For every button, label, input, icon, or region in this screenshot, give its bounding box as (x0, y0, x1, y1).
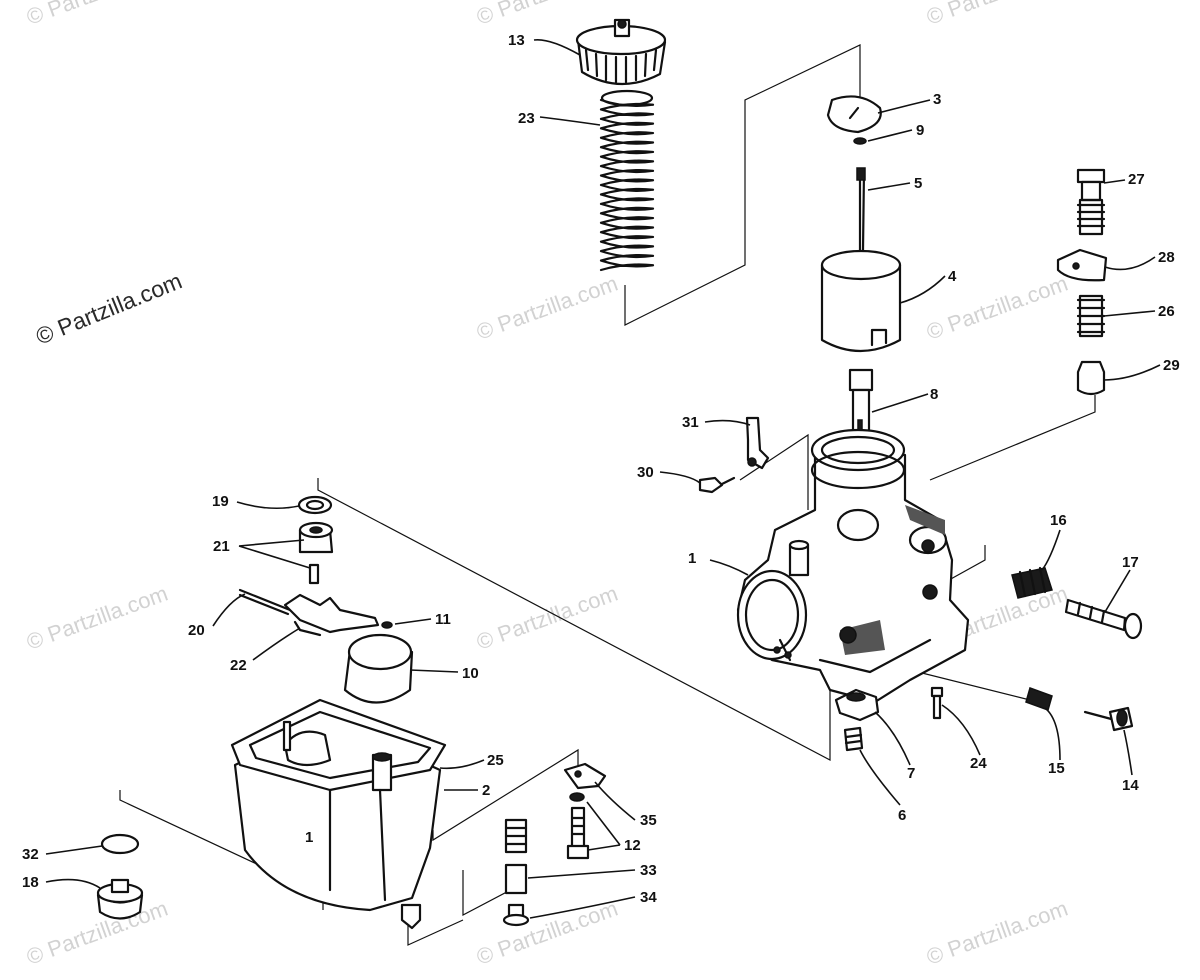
callout-17: 17 (1122, 554, 1139, 571)
watermark-faint: © Partzilla.com (923, 896, 1071, 970)
callout-6: 6 (898, 807, 906, 824)
screw-14-part (1083, 706, 1134, 732)
cap-part (575, 18, 667, 86)
callout-22: 22 (230, 657, 247, 674)
callout-16: 16 (1050, 512, 1067, 529)
callout-14: 14 (1122, 777, 1139, 794)
callout-19: 19 (212, 493, 229, 510)
screw-12-part (566, 806, 590, 860)
watermark-faint: © Partzilla.com (23, 581, 171, 655)
jet-33-part (504, 818, 528, 895)
callout-5: 5 (914, 175, 922, 192)
callout-26: 26 (1158, 303, 1175, 320)
callout-32: 32 (22, 846, 39, 863)
callout-2: 2 (482, 782, 490, 799)
needle-valve-21-part (298, 521, 334, 585)
leader-lines (45, 38, 1161, 919)
callout-13: 13 (508, 32, 525, 49)
jet-34-part (502, 903, 530, 927)
callout-20: 20 (188, 622, 205, 639)
watermark-faint: © Partzilla.com (473, 581, 621, 655)
jet-part (843, 726, 864, 752)
watermark-faint: © Partzilla.com (923, 0, 1071, 30)
spring-part (599, 89, 655, 272)
pin-20-part (238, 588, 292, 616)
callout-1: 1 (688, 550, 696, 567)
callout-24: 24 (970, 755, 987, 772)
plate-part (826, 95, 882, 134)
clip-part (853, 137, 867, 145)
watermark-faint: © Partzilla.com (23, 0, 171, 30)
plug-18-part (96, 878, 144, 920)
callout-29: 29 (1163, 357, 1180, 374)
callout-7: 7 (907, 765, 915, 782)
callout-9: 9 (916, 122, 924, 139)
pin-11-part (381, 621, 393, 629)
callout-4: 4 (948, 268, 957, 285)
callout-labels: 13 23 3 9 5 4 8 31 30 1 27 28 26 29 16 1… (22, 32, 1180, 906)
watermark-main: © Partzilla.com (32, 267, 185, 349)
o-ring-32-part (100, 833, 140, 855)
pilot-screw-assembly (1056, 168, 1108, 396)
bowl-mark-label: 1 (305, 829, 313, 846)
callout-10: 10 (462, 665, 479, 682)
callout-21: 21 (213, 538, 230, 555)
throttle-valve-part (820, 249, 902, 353)
washer-12-part (569, 792, 585, 802)
nut-part (834, 688, 880, 722)
callout-31: 31 (682, 414, 699, 431)
carburetor-body-part (736, 428, 970, 704)
callout-27: 27 (1128, 171, 1145, 188)
float-bowl-part: 1 (230, 698, 447, 930)
watermark-faint: © Partzilla.com (473, 0, 621, 30)
screw-24-part (930, 686, 944, 720)
spring-16-part (1011, 566, 1053, 599)
callout-34: 34 (640, 889, 657, 906)
bracket-part (698, 416, 770, 494)
washer-19-part (297, 495, 333, 515)
watermark-faint: © Partzilla.com (473, 896, 621, 970)
spring-15-part (1025, 687, 1053, 711)
callout-15: 15 (1048, 760, 1065, 777)
callout-33: 33 (640, 862, 657, 879)
callout-25: 25 (487, 752, 504, 769)
watermark-faint: © Partzilla.com (923, 271, 1071, 345)
callout-18: 18 (22, 874, 39, 891)
background-watermarks: © Partzilla.com © Partzilla.com © Partzi… (23, 0, 1071, 970)
plate-35-part (563, 762, 607, 790)
float-10-part (343, 633, 414, 704)
callout-28: 28 (1158, 249, 1175, 266)
callout-11: 11 (435, 611, 451, 628)
callout-23: 23 (518, 110, 535, 127)
callout-30: 30 (637, 464, 654, 481)
callout-3: 3 (933, 91, 941, 108)
watermark-faint: © Partzilla.com (23, 896, 171, 970)
callout-12: 12 (624, 837, 641, 854)
callout-35: 35 (640, 812, 657, 829)
callout-8: 8 (930, 386, 938, 403)
float-arm-22-part (283, 593, 380, 637)
screw-17-part (1064, 598, 1143, 640)
needle-part (856, 167, 866, 252)
watermark-faint: © Partzilla.com (473, 271, 621, 345)
